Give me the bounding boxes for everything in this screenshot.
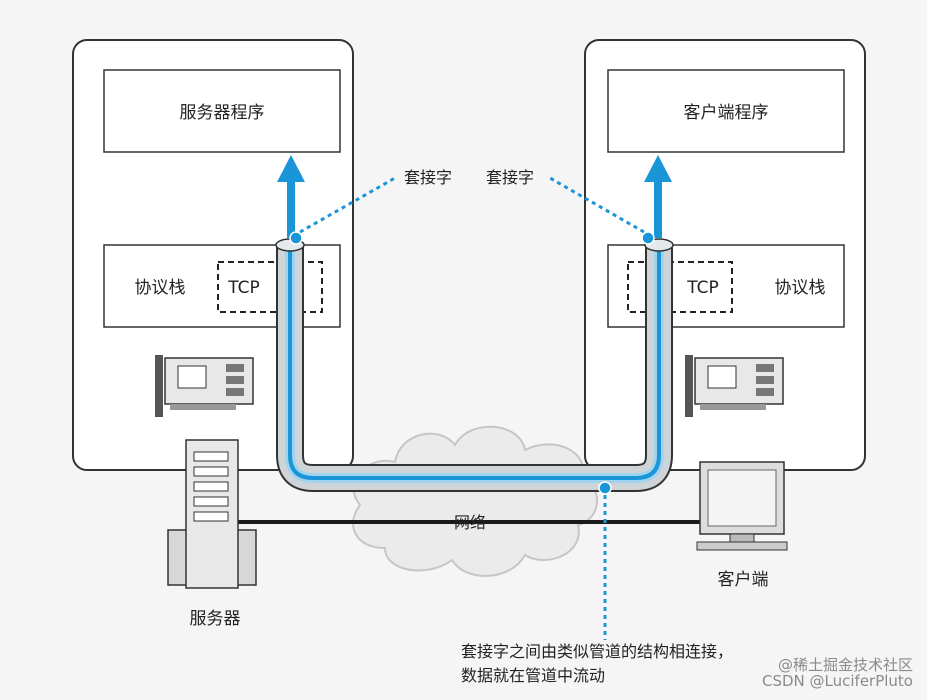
client-socket-leader	[549, 176, 645, 234]
client-program-box	[607, 69, 845, 153]
client-nic-icon	[685, 355, 784, 417]
client-arrow-head	[644, 155, 672, 182]
server-socket-label: 套接字	[404, 168, 452, 187]
client-program-label: 客户端程序	[684, 103, 769, 123]
client-monitor-icon	[696, 461, 788, 551]
server-arrow-head	[277, 155, 305, 182]
server-tcp-label: TCP	[227, 278, 260, 298]
network-cloud	[352, 425, 599, 577]
client-socket-label: 套接字	[486, 168, 534, 187]
client-socket-dot	[641, 231, 655, 245]
client-device-label: 客户端	[718, 570, 769, 590]
server-device-label: 服务器	[190, 609, 241, 629]
server-program-box	[103, 69, 341, 153]
server-socket-leader	[299, 176, 396, 234]
caption-line-2: 数据就在管道中流动	[461, 666, 605, 685]
client-tcp-label: TCP	[686, 278, 719, 298]
server-nic-icon	[155, 355, 254, 417]
server-program-label: 服务器程序	[180, 103, 265, 123]
server-tower-icon	[167, 439, 257, 589]
server-tcp-box	[217, 261, 323, 313]
pipe-flow-dot	[598, 481, 612, 495]
socket-pipe-flow	[288, 245, 661, 480]
watermark-line-1: @稀土掘金技术社区	[777, 656, 913, 674]
client-tcp-box	[627, 261, 733, 313]
server-socket-dot	[289, 231, 303, 245]
caption-line-1: 套接字之间由类似管道的结构相连接，	[461, 642, 733, 661]
watermark-line-2: CSDN @LuciferPluto	[761, 672, 913, 690]
network-label: 网络	[454, 513, 486, 532]
server-stack-label: 协议栈	[135, 278, 186, 298]
client-stack-label: 协议栈	[775, 278, 826, 298]
